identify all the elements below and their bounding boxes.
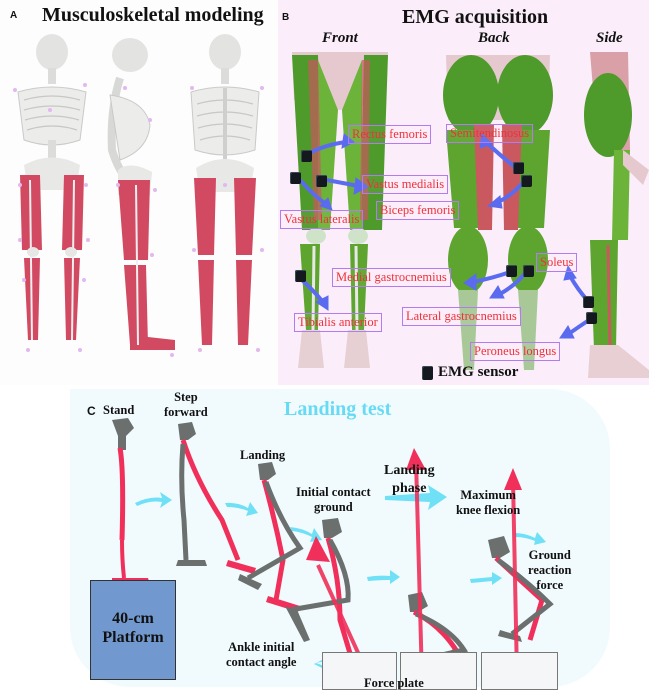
force-plate-3 [481,652,558,690]
view-label-back: Back [478,30,510,46]
emg-sensor-icon [586,312,597,324]
skeleton-front-view [17,34,87,341]
force-plate-2 [400,652,477,690]
leg-side-view [584,52,649,378]
muscle-label-vastus-lateralis: Vastus lateralis [280,210,364,229]
skeleton-side-view [107,38,175,350]
panel-musculoskeletal-modeling: A Musculoskeletal modeling [0,0,278,385]
view-label-side: Side [596,30,623,46]
muscle-label-biceps-femoris: Biceps femoris [376,201,460,220]
musculoskeletal-model-figure [13,34,264,357]
force-plate-1 [322,652,397,690]
legs-back-view [443,55,553,370]
panel-emg-acquisition: B EMG acquisition Front Back Side [278,0,649,386]
panel-a-title: Musculoskeletal modeling [42,4,264,26]
emg-sensor-legend-icon [422,366,433,380]
emg-sensor-icon [301,150,312,162]
view-label-front: Front [322,30,358,46]
skeleton-step-forward [176,422,256,574]
emg-sensor-icon [316,175,327,187]
label-force-plate: Force plate [364,676,424,690]
emg-sensor-icon [506,265,517,277]
muscle-label-lateral-gastrocnemius: Lateral gastrocnemius [402,307,521,326]
muscle-label-semitendinosus: Semitendinosus [446,124,534,143]
skeleton-landing [238,462,304,612]
platform-label-line1: 40-cm [112,610,154,627]
emg-sensor-icon [583,296,594,308]
skeleton-back-view [190,34,260,345]
emg-sensor-icon [513,162,524,174]
emg-sensor-icon [521,175,532,187]
platform-label-line2: Platform [102,629,164,646]
muscle-label-medial-gastrocnemius: Medial gastrocnemius [332,268,451,287]
muscle-label-rectus-femoris: Rectus femoris [348,125,432,144]
muscle-label-soleus: Soleus [536,253,578,272]
40cm-platform: 40-cm Platform [90,580,176,680]
panel-b-title: EMG acquisition [402,6,549,28]
panel-c-title: Landing test [284,398,392,420]
emg-sensor-icon [523,265,534,277]
phase-label-landing: Landing [240,448,286,462]
emg-sensor-legend-label: EMG sensor [438,364,519,380]
phase-label-stand: Stand [103,403,135,417]
panel-letter-c: C [87,404,96,418]
marker-dots [13,83,264,357]
emg-sensor-icon [295,270,306,282]
panel-letter-b: B [282,12,290,23]
muscle-label-tibialis-anterior: Tibialis anterior [294,313,382,332]
muscle-label-peroneus-longus: Peroneus longus [470,342,561,361]
emg-sensor-icon [290,172,301,184]
panel-letter-a: A [10,10,18,21]
muscle-label-vastus-medialis: Vastus medialis [362,175,449,194]
